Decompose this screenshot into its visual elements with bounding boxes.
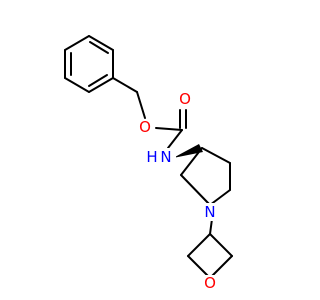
bond bbox=[209, 233, 233, 257]
bond bbox=[180, 147, 203, 176]
bond bbox=[167, 129, 183, 149]
atom-o-ester: O bbox=[139, 118, 151, 136]
bond bbox=[209, 255, 233, 279]
bonds bbox=[64, 35, 233, 279]
bond bbox=[209, 218, 213, 235]
atom-n-carbamate: N bbox=[160, 148, 171, 166]
bond bbox=[155, 127, 183, 131]
bond bbox=[88, 74, 108, 87]
bond bbox=[89, 41, 109, 54]
bond bbox=[201, 147, 231, 164]
bond bbox=[136, 91, 146, 119]
bond bbox=[187, 255, 211, 279]
bond bbox=[88, 35, 114, 51]
bond bbox=[64, 77, 90, 93]
atom-o-oxetane: O bbox=[204, 274, 216, 292]
atom-n-piperidine: N bbox=[204, 203, 215, 221]
bond bbox=[180, 174, 211, 206]
bond bbox=[112, 77, 138, 93]
atom-h-carbamate: H bbox=[146, 148, 157, 166]
stereo-wedge-bond bbox=[173, 144, 203, 158]
molecule-structure: O O H N N O bbox=[64, 35, 233, 292]
atom-labels: O O H N N O bbox=[138, 90, 217, 292]
bond bbox=[64, 35, 90, 51]
atom-o-carbonyl: O bbox=[179, 90, 191, 108]
bond bbox=[88, 77, 114, 93]
bond bbox=[209, 189, 231, 206]
bond bbox=[187, 233, 211, 257]
